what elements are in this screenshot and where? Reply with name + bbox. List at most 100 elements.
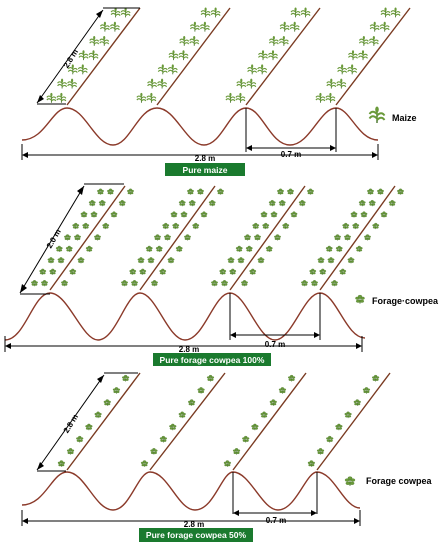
ridge-curve [21,107,379,146]
maize-plant [336,78,347,89]
maize-plant [257,64,268,75]
cowpea-plant [80,211,88,218]
maize-plant [136,92,147,103]
cowpea-plant [64,234,71,241]
cowpea-plant [355,245,363,252]
crop-row [301,185,404,291]
cowpea-plant [208,200,216,207]
cowpea-plant [262,222,270,230]
cowpea-plant [257,257,265,264]
cowpea-plant [140,460,149,467]
maize-plant [120,7,131,18]
maize-plant [78,50,89,61]
cowpea-plant [97,188,104,195]
row-line [49,185,126,291]
crop-row [46,7,141,106]
maize-plant [268,50,278,61]
maize-plant [279,21,290,32]
maize-plant [278,35,289,46]
cowpea-plant [57,460,65,467]
width-dimension: 2.8 m [21,510,361,529]
cowpea-plant [360,211,368,218]
crop-row [31,185,134,291]
ridge-curve [4,292,366,341]
cowpea-plant [311,280,318,287]
maize-plant [246,78,257,89]
cowpea-plant [197,188,204,195]
cowpea-plant [309,268,317,275]
maize-plant [57,78,68,89]
cowpea-plant [129,268,137,275]
cowpea-plant [197,387,205,394]
panel-title: Pure forage cowpea 50% [139,528,253,542]
maize-plant [46,92,57,103]
cowpea-plant [211,280,218,287]
cowpea-plant [254,234,261,241]
cowpea-plant [127,188,134,195]
row-line [156,7,231,106]
cowpea-plant [268,200,276,207]
panel-title: Pure forage cowpea 100% [153,353,271,366]
width-label: 2.8 m [184,520,204,529]
maize-plant [315,92,326,103]
width-dimension: 2.8 m [4,336,363,354]
cowpea-plant [397,188,404,195]
cowpea-plant [147,257,155,264]
spacing-dimension: 0.7 m [232,472,318,525]
crop-row [211,185,314,291]
cowpea-plant [282,222,290,230]
panel-title-text: Pure forage cowpea 100% [160,355,265,365]
cowpea-plant [252,222,260,230]
panel-pure-maize: 2.8 m 2.8 m 0.7 m [21,7,417,176]
cowpea-plant [235,245,243,252]
maize-plant [358,35,369,46]
cowpea-plant [74,234,81,241]
cowpea-plant [118,200,126,207]
maize-plant-icon [368,106,386,123]
cowpea-plant [372,222,380,230]
spacing-dimension: 0.7 m [229,293,321,349]
cowpea-plant [232,448,241,455]
cowpea-plant [188,399,196,406]
cowpea-plant [347,257,355,264]
maize-plant [77,64,88,75]
legend-forage-cowpea: Forage cowpea [344,476,433,486]
cowpea-plant [110,211,118,218]
maize-plant [369,21,380,32]
cowpea-plant [344,476,356,486]
cowpea-plant [94,234,101,241]
maize-plant [390,7,401,18]
row-line [149,372,226,471]
cowpea-plant [325,245,333,252]
cowpea-plant [278,387,287,394]
cowpea-plant [151,280,158,287]
row-length-dimension: 2.8 m [36,7,140,105]
cowpea-plant [287,188,294,195]
cowpea-plant [241,280,248,287]
maize-plant [358,50,368,61]
cowpea-plant [88,200,96,207]
cowpea-plant [358,200,366,207]
row-line [232,372,307,471]
cowpea-plant [69,268,77,275]
maize-plant [368,35,379,46]
cowpea-plant [170,211,178,218]
cowpea-plant [200,211,208,218]
cowpea-plant [269,399,277,406]
maize-plant [235,92,246,103]
cowpea-plant [335,423,343,431]
cowpea-plant [94,411,102,419]
crop-row [223,372,307,471]
row-line [139,185,216,291]
cowpea-plant [316,448,325,455]
cowpea-plant [121,280,128,287]
cowpea-plant [39,268,47,275]
cowpea-plant [298,200,306,207]
width-label: 2.8 m [179,345,199,354]
maize-plant [67,64,78,75]
maize-plant [56,92,67,103]
cowpea-plant [192,222,200,230]
cowpea-plant [265,245,273,252]
cowpea-plant [344,234,351,241]
